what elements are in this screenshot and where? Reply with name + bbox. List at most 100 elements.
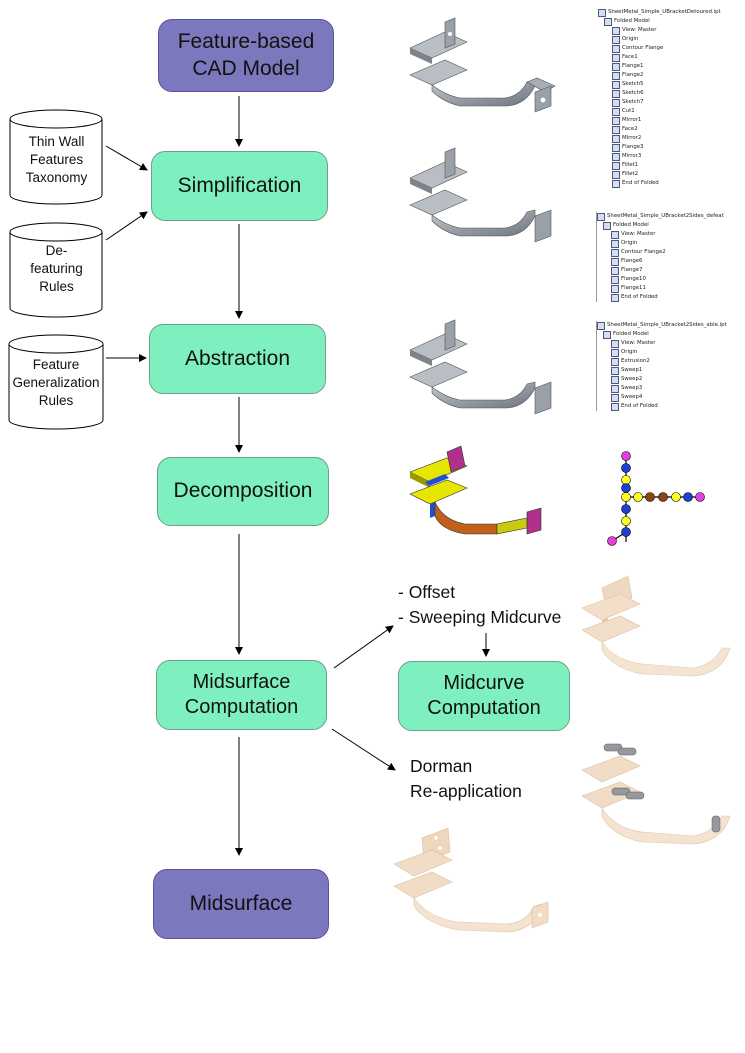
- tree-item[interactable]: Flange6: [597, 257, 742, 266]
- tree-item-label: View: Master: [621, 231, 656, 237]
- feature-icon: [611, 275, 619, 284]
- abstraction-box: Abstraction: [149, 324, 326, 394]
- tree-item[interactable]: Flange10: [597, 275, 742, 284]
- feature-icon: [611, 248, 619, 257]
- tree-item[interactable]: Flange11: [597, 284, 742, 293]
- tree-item-label: Sweep1: [621, 367, 643, 373]
- feature-icon: [611, 402, 619, 411]
- feature-icon: [612, 44, 620, 53]
- tree-item-label: Flange2: [622, 72, 644, 78]
- tree-item-label: Sweep3: [621, 385, 643, 391]
- tree-item[interactable]: End of Folded: [597, 402, 742, 411]
- tree-item[interactable]: Flange1: [598, 62, 738, 71]
- tree-item-label: Mirror2: [622, 135, 642, 141]
- feature-icon: [611, 284, 619, 293]
- simplification-box: Simplification: [151, 151, 328, 221]
- tree-item-label: Mirror1: [622, 117, 642, 123]
- tree-item-label: Face2: [622, 126, 638, 132]
- tree-item-label: Folded Model: [613, 331, 649, 337]
- tree-item-label: Flange11: [621, 285, 646, 291]
- part-icon: [598, 8, 606, 17]
- tree-item[interactable]: View: Master: [597, 230, 742, 239]
- cad-model-bracket-image: [409, 17, 556, 113]
- abstracted-bracket-image: [409, 319, 552, 415]
- tree-item[interactable]: Extrusion2: [597, 357, 742, 366]
- tree-item[interactable]: Mirror2: [598, 134, 738, 143]
- tree-item[interactable]: Sweep4: [597, 393, 742, 402]
- tree-item[interactable]: Face1: [598, 53, 738, 62]
- tree-item[interactable]: End of Folded: [598, 179, 738, 188]
- tree-item-label: Contour Flange: [622, 45, 664, 51]
- tree-item-label: Origin: [621, 349, 638, 355]
- tree-item[interactable]: Contour Flange2: [597, 248, 742, 257]
- arrow-defeaturing-to-simplification: [105, 211, 148, 241]
- tree-item[interactable]: Folded Model: [598, 17, 738, 26]
- tree-item-label: Extrusion2: [621, 358, 650, 364]
- tree-item-label: Flange10: [621, 276, 646, 282]
- tree-item-label: Sweep2: [621, 376, 643, 382]
- tree-item-label: Cut1: [622, 108, 635, 114]
- tree-item[interactable]: Flange7: [597, 266, 742, 275]
- tree-item-label: Sweep4: [621, 394, 643, 400]
- tree-item[interactable]: View: Master: [597, 339, 742, 348]
- cad-model-box: Feature-based CAD Model: [158, 19, 334, 92]
- tree-item-label: End of Folded: [621, 403, 658, 409]
- tree-item-label: Flange1: [622, 63, 644, 69]
- tree-item[interactable]: Contour Flange: [598, 44, 738, 53]
- feature-icon: [611, 239, 619, 248]
- feature-icon: [611, 230, 619, 239]
- tree-item[interactable]: Flange3: [598, 143, 738, 152]
- arrow-taxonomy-to-simplification: [105, 145, 148, 171]
- tree-item[interactable]: View: Master: [598, 26, 738, 35]
- defeaturing-label: De- featuring Rules: [30, 243, 83, 295]
- midsurface-computation-box: Midsurface Computation: [156, 660, 327, 730]
- tree-item[interactable]: Sweep2: [597, 375, 742, 384]
- generalization-database: Feature Generalization Rules: [8, 334, 104, 430]
- tree-item[interactable]: Sweep3: [597, 384, 742, 393]
- feature-icon: [612, 98, 620, 107]
- tree-item[interactable]: Folded Model: [597, 221, 742, 230]
- tree-item[interactable]: Fillet2: [598, 170, 738, 179]
- tree-item[interactable]: Origin: [598, 35, 738, 44]
- feature-icon: [603, 221, 611, 230]
- tree-item-label: End of Folded: [621, 294, 658, 300]
- tree-item[interactable]: Folded Model: [597, 330, 742, 339]
- tree-item[interactable]: Face2: [598, 125, 738, 134]
- taxonomy-database: Thin Wall Features Taxonomy: [9, 109, 104, 205]
- tree-item-label: Origin: [621, 240, 638, 246]
- tree-item[interactable]: Origin: [597, 239, 742, 248]
- cylinder-icon: [9, 222, 103, 318]
- final-midsurface-image: [393, 827, 549, 933]
- tree-item[interactable]: Sweep1: [597, 366, 742, 375]
- feature-icon: [612, 134, 620, 143]
- decomposition-graph: [607, 451, 705, 546]
- part-icon: [597, 321, 605, 330]
- feature-icon: [612, 35, 620, 44]
- midcurve-methods-note: - Offset - Sweeping Midcurve: [398, 582, 562, 627]
- feature-icon: [604, 17, 612, 26]
- tree-item[interactable]: Sketch7: [598, 98, 738, 107]
- tree-item-label: Flange6: [621, 258, 643, 264]
- cylinder-icon: [9, 109, 103, 205]
- tree-item[interactable]: Sketch6: [598, 89, 738, 98]
- tree-item-label: End of Folded: [622, 180, 659, 186]
- tree-item[interactable]: Cut1: [598, 107, 738, 116]
- tree-item[interactable]: Sketch5: [598, 80, 738, 89]
- midsurface-box: Midsurface: [153, 869, 329, 939]
- full-feature-tree: SheetMetal_Simple_UBracketDetoured.ipt F…: [598, 8, 738, 188]
- tree-item[interactable]: Flange2: [598, 71, 738, 80]
- tree-item[interactable]: End of Folded: [597, 293, 742, 302]
- dorman-note: Dorman Re-application: [410, 756, 522, 801]
- tree-item-label: Fillet1: [622, 162, 639, 168]
- tree-item[interactable]: Fillet1: [598, 161, 738, 170]
- feature-icon: [612, 179, 620, 188]
- abstracted-feature-tree: SheetMetal_Simple_UBracket2Sides_able.ip…: [596, 321, 742, 411]
- defeaturing-database: De- featuring Rules: [9, 222, 104, 318]
- tree-item-label: Flange7: [621, 267, 643, 273]
- feature-icon: [611, 393, 619, 402]
- tree-item[interactable]: Origin: [597, 348, 742, 357]
- tree-item[interactable]: Mirror3: [598, 152, 738, 161]
- tree-item[interactable]: Mirror1: [598, 116, 738, 125]
- feature-icon: [612, 143, 620, 152]
